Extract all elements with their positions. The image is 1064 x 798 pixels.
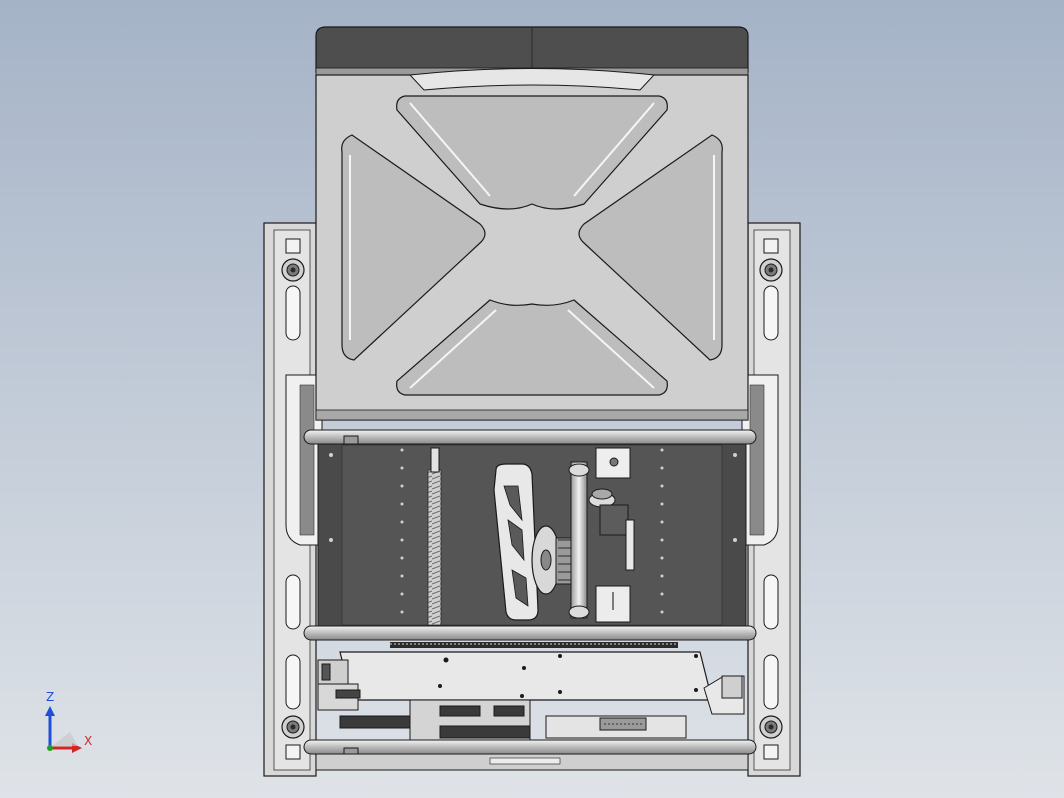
left-top-bolt [281,258,305,282]
x-axis-label: X [84,734,93,748]
z-axis-head [45,706,55,716]
left-bottom-bolt [281,715,305,739]
axis-triad: Z X [38,690,98,756]
upper-cross-rod [303,429,757,445]
left-side-frame [263,222,323,777]
z-axis-label: Z [46,690,55,704]
right-top-bolt [759,258,783,282]
bottom-mounting-plate [315,642,749,771]
coil-spring [427,469,442,626]
right-side-frame [741,222,801,777]
middle-cross-rod [303,625,757,641]
top-cover-panel [315,68,749,421]
right-bottom-bolt [759,715,783,739]
triad-plane [52,732,78,746]
y-axis-origin [47,745,53,751]
mechanism-cavity [317,439,747,631]
